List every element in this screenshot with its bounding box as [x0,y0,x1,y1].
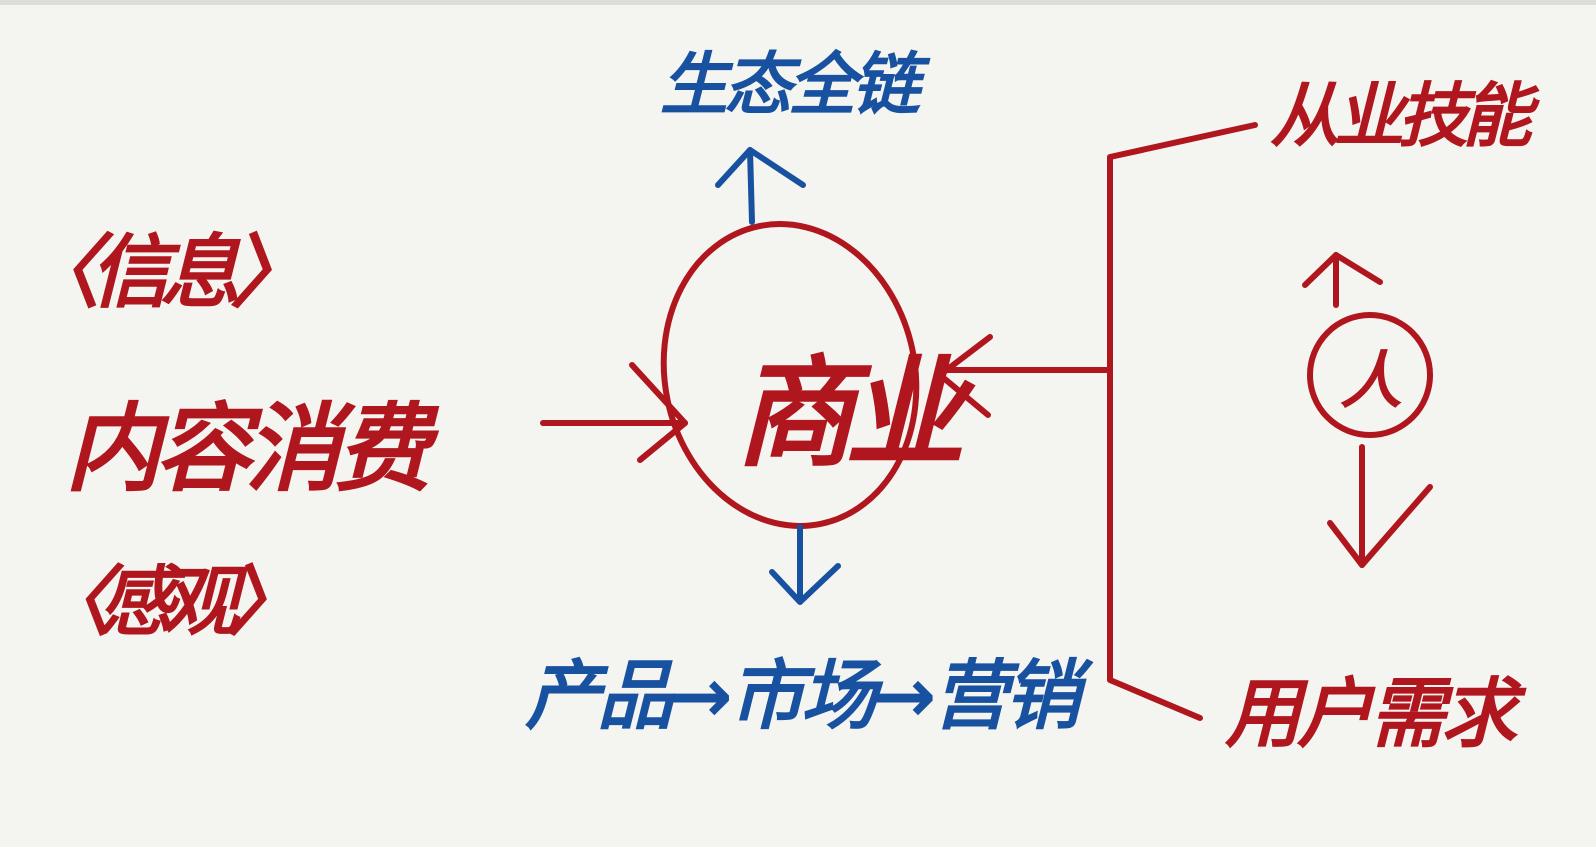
arrow-down-long-icon [1327,444,1433,568]
arrow-right-icon [540,362,688,463]
person-circle [1307,312,1433,438]
right-circle-label: 人 [1340,344,1402,417]
arrow-up-small-icon [1302,252,1383,308]
top-label: 生态全链 [660,46,931,125]
bottom-label: 产品→市场→营销 [525,651,1094,740]
arrow-down-icon [769,524,841,605]
right-bracket-connector [937,122,1258,721]
arrow-up-icon [715,147,806,225]
top-edge-bar [0,0,1596,5]
right-bottom-label: 用户需求 [1224,669,1527,758]
center-label: 商业 [735,345,976,484]
left-bracket-bottom-label: 〈感观〉 [35,557,291,646]
right-top-label: 从业技能 [1270,75,1540,157]
left-bracket-top-label: 〈信息〉 [20,226,300,319]
left-main-label: 内容消费 [65,393,440,505]
